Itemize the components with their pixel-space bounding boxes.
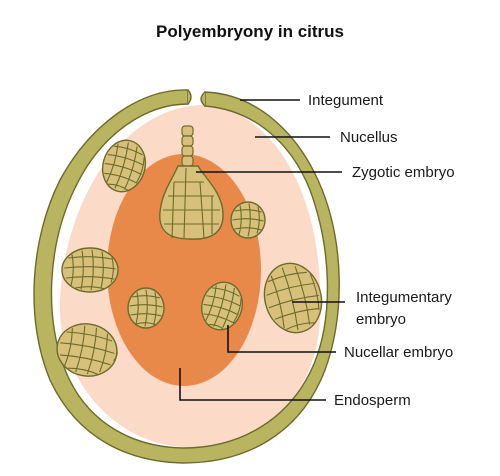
label-nucellus: Nucellus	[340, 129, 398, 146]
zygotic-embryo	[159, 125, 224, 240]
label-nucellar-embryo: Nucellar embryo	[344, 344, 453, 361]
integument-right-lip	[200, 91, 206, 107]
adventive-embryo-bottom-left	[56, 323, 118, 377]
leader-nucellar-embryo	[227, 325, 336, 353]
embryo-group	[56, 125, 323, 377]
adventive-embryo-left	[61, 247, 119, 293]
integument-left-lip	[187, 89, 192, 105]
integument-coat	[33, 89, 340, 464]
adventive-embryo-center-right	[230, 201, 266, 239]
nucellar-embryo-cell-cluster	[201, 281, 243, 331]
label-integumentary-embryo-line1: Integumentary	[356, 289, 452, 306]
adventive-embryo-top-left	[101, 139, 147, 193]
label-zygotic-embryo: Zygotic embryo	[352, 164, 455, 181]
label-endosperm: Endosperm	[334, 392, 411, 409]
leader-endosperm	[179, 368, 326, 401]
label-integumentary-embryo-line2: embryo	[356, 311, 406, 328]
diagram-title: Polyembryony in citrus	[156, 22, 344, 41]
label-integument: Integument	[308, 92, 384, 109]
adventive-embryo-center-left	[127, 287, 165, 329]
integumentary-embryo-cell-cluster	[263, 262, 323, 334]
